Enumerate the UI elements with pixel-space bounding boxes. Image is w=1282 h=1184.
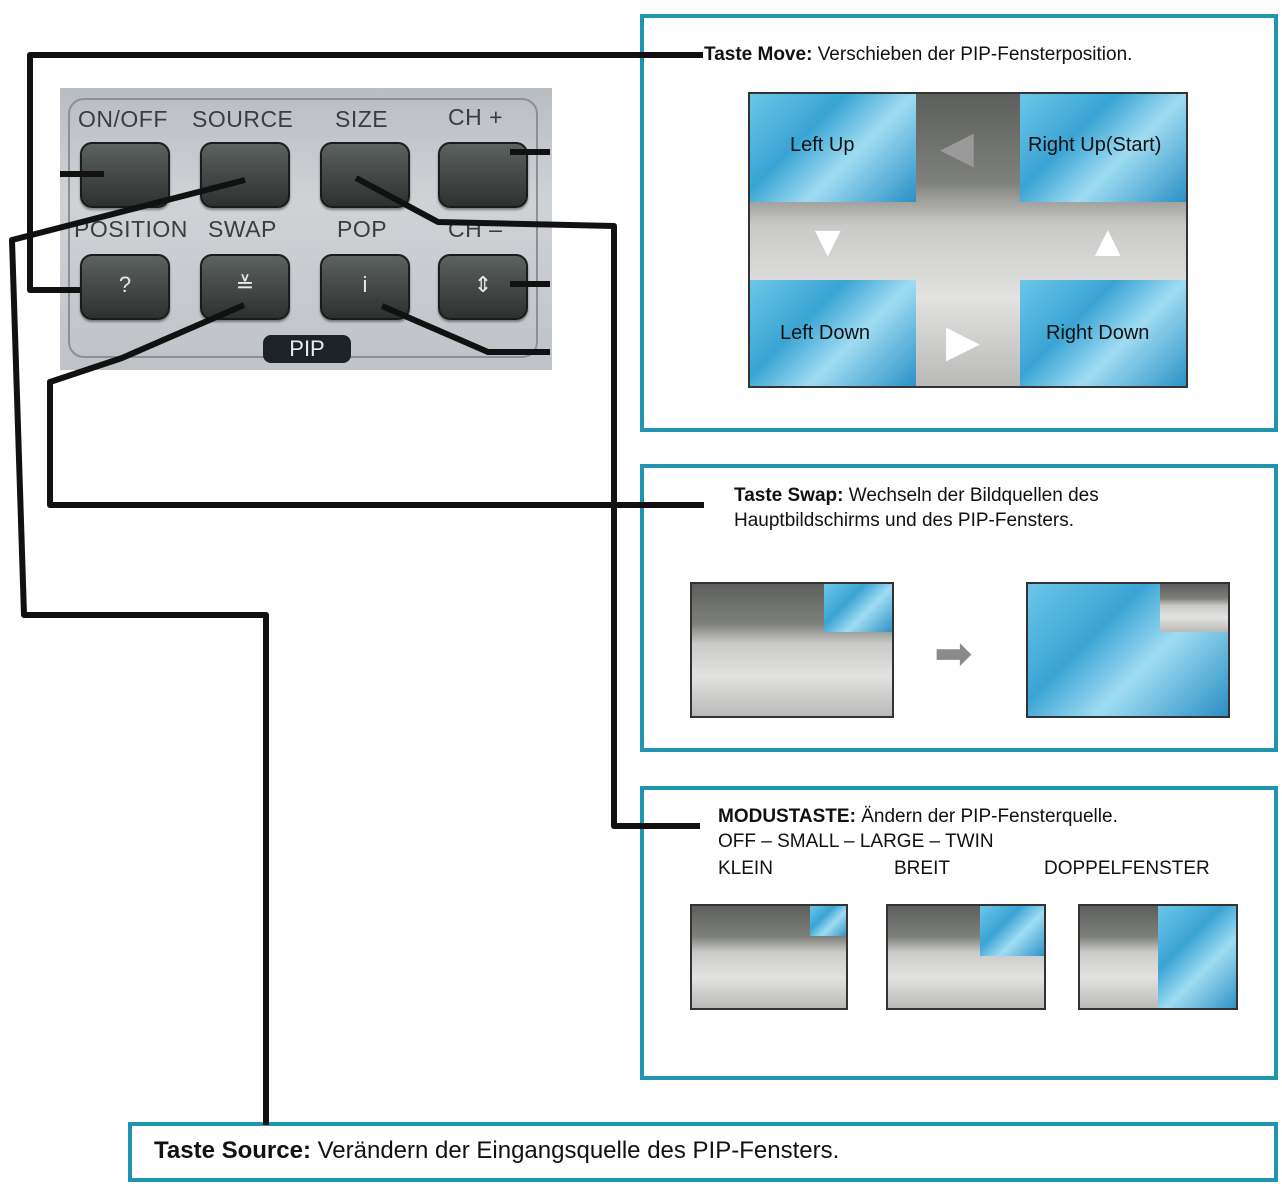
- line-swap: [50, 305, 704, 505]
- line-move: [30, 55, 703, 290]
- line-source: [12, 180, 266, 1125]
- line-pop: [382, 306, 550, 352]
